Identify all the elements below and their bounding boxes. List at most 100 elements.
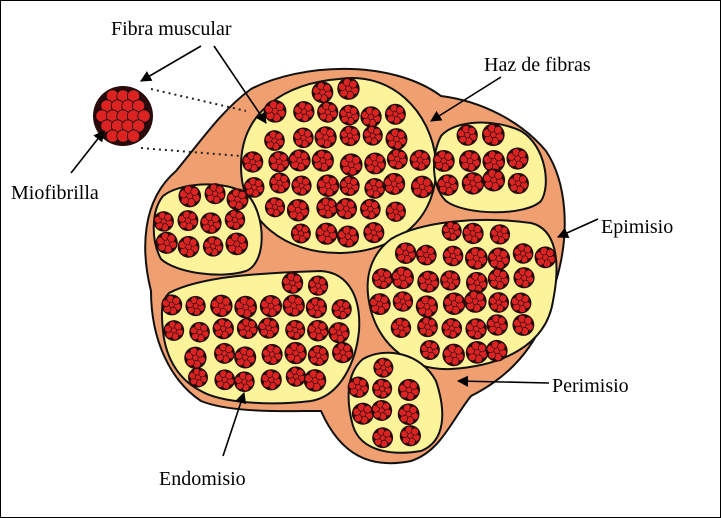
muscle-fiber (436, 174, 459, 196)
label-epimysium: Epimisio (601, 216, 673, 238)
muscle-fiber (397, 378, 421, 401)
muscle-fiber (307, 319, 329, 342)
muscle-fiber (293, 101, 315, 123)
muscle-fiber (307, 275, 329, 296)
fiber-bundle-bottom (347, 351, 444, 454)
muscle-fiber (328, 322, 350, 344)
muscle-fiber (202, 236, 224, 257)
muscle-fiber (269, 172, 291, 194)
muscle-fiber (368, 293, 391, 316)
muscle-fiber (338, 104, 360, 126)
muscle-fiber (185, 295, 206, 317)
muscle-fiber (347, 376, 370, 398)
muscle-fiber (456, 124, 478, 146)
muscle-fiber (234, 346, 257, 369)
muscle-fiber (311, 149, 334, 172)
label-myofibril: Miofibrilla (11, 182, 99, 204)
muscle-fiber (384, 103, 406, 125)
muscle-fiber (489, 224, 511, 245)
muscle-fiber (316, 197, 338, 219)
muscle-fiber (259, 295, 283, 318)
label-fiber-bundle: Haz de fibras (484, 54, 591, 76)
muscle-fiber (243, 177, 265, 198)
muscle-fiber (286, 198, 310, 222)
muscle-fiber (481, 123, 505, 147)
arrow-fiber-to-myofibril-bundle (140, 45, 202, 82)
muscle-fiber (465, 341, 489, 364)
muscle-fiber (513, 267, 535, 289)
muscle-fiber (386, 148, 408, 170)
muscle-fiber (442, 343, 465, 367)
muscle-fiber (390, 317, 412, 338)
muscle-fiber (241, 151, 264, 173)
muscle-fiber (155, 231, 178, 254)
muscle-fiber (383, 172, 406, 195)
muscle-fiber (260, 369, 282, 391)
muscle-fiber (316, 174, 340, 198)
muscle-fiber (317, 101, 339, 123)
muscle-fiber (200, 212, 222, 234)
label-muscle-fiber: Fibra muscular (111, 18, 232, 40)
muscle-fiber (415, 295, 439, 318)
muscle-fiber (482, 150, 506, 173)
muscle-fiber (392, 291, 414, 312)
muscle-fiber (177, 235, 200, 258)
muscle-fiber (482, 168, 506, 192)
muscle-fiber (364, 177, 386, 199)
muscle-fiber (288, 149, 311, 172)
muscle-fiber (292, 127, 314, 149)
muscle-fiber (332, 341, 354, 364)
muscle-fiber (371, 399, 393, 421)
muscle-fiber (285, 366, 307, 387)
muscle-fiber (161, 294, 183, 316)
muscle-fiber (226, 188, 249, 211)
muscle-fiber (510, 292, 532, 314)
muscle-fiber (534, 246, 557, 269)
muscle-fiber (464, 246, 488, 270)
muscle-fiber (307, 345, 329, 367)
muscle-fiber (314, 126, 337, 149)
muscle-fiber (282, 294, 305, 317)
muscle-fiber (163, 320, 185, 341)
muscle-fiber (204, 183, 226, 205)
muscle-fiber (417, 270, 440, 293)
muscle-fiber (189, 321, 210, 343)
muscle-fiber (188, 367, 209, 388)
muscle-fiber (488, 292, 510, 313)
muscle-fiber (210, 294, 233, 318)
muscle-fiber (360, 106, 382, 128)
muscle-fiber (339, 175, 360, 196)
muscle-fiber (311, 81, 334, 104)
arrow-myofibril (70, 130, 105, 174)
muscle-fiber (285, 319, 306, 340)
muscle-fiber (351, 402, 374, 425)
arrow-epimysium (556, 218, 599, 238)
muscle-fiber (417, 316, 438, 338)
muscle-fiber (178, 184, 202, 208)
muscle-fiber (459, 149, 482, 172)
muscle-fiber (225, 232, 249, 256)
muscle-fiber (153, 211, 174, 232)
muscle-fiber (261, 343, 283, 366)
muscle-fiber (487, 268, 510, 290)
muscle-fiber (268, 151, 290, 173)
myofibril (126, 129, 141, 143)
muscle-fiber (264, 130, 285, 151)
muscle-fiber (512, 243, 534, 264)
muscle-fiber (410, 175, 434, 199)
arrow-fiber-to-bundle (213, 45, 267, 124)
muscle-fiber (281, 272, 304, 294)
muscle-fiber (486, 314, 508, 336)
muscle-fiber (331, 299, 352, 320)
muscle-fiber (291, 175, 312, 196)
muscle-fiber (372, 427, 394, 449)
muscle-fiber (371, 268, 393, 290)
muscle-fiber (315, 222, 338, 245)
muscle-fiber (399, 425, 421, 447)
muscle-fiber (184, 346, 207, 369)
muscle-fiber (305, 297, 328, 319)
muscle-fiber (419, 339, 440, 360)
myofibril-inset (93, 86, 153, 146)
